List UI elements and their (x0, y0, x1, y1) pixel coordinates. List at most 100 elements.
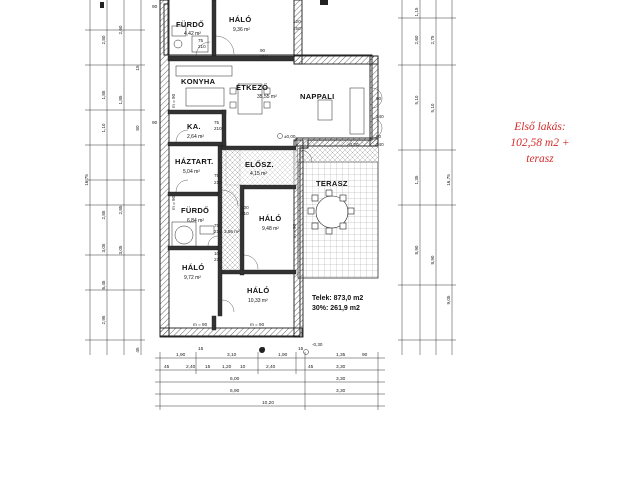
dim-left-outer: 1,85 (101, 90, 106, 99)
door-label: 150 (293, 26, 301, 31)
plot-total: Telek: 873,0 m2 (312, 295, 363, 302)
bottom-dimension-text: 1,90 15 3,10 15 1,90 15 1,35 90 45 2,40 … (164, 346, 368, 406)
door-label: 240 (376, 142, 384, 147)
room-halo-3-area: 9,72 m² (184, 275, 201, 281)
kitchen-counter (175, 65, 233, 107)
stair-area: 3,56 m² (224, 229, 240, 234)
dim-top: 90 (152, 120, 158, 126)
room-haztart-area: 5,04 m² (183, 169, 200, 175)
door-label: 210 (214, 229, 222, 234)
door-label: 90 (260, 48, 266, 53)
terrace (297, 139, 379, 279)
dim-left-inner: 1,85 (118, 95, 123, 104)
dim-bottom-row2: 2,40 (266, 364, 276, 370)
room-eloter-area: 4,15 m² (250, 171, 267, 177)
door-label: 75 (198, 38, 204, 43)
room-konyha-name: KONYHA (181, 77, 216, 86)
level-markers: ±0,00 -0,30 -0,20 (277, 133, 359, 355)
dim-bottom-row2: 45 (308, 364, 314, 370)
door-label: 90 (376, 134, 382, 139)
bottom-dimension-lines (155, 352, 385, 410)
terrace-table-icon (307, 189, 355, 235)
level-marker-icon (277, 133, 283, 139)
dim-left-inner: 45 (135, 347, 140, 353)
outer-walls (159, 0, 379, 338)
bath-fixtures-lower (171, 221, 215, 247)
dim-right-inner: 2,60 (414, 35, 419, 44)
terrace-level: -0,20 (348, 142, 359, 147)
entry-hatch (225, 149, 297, 186)
dim-right-inner: 5,10 (414, 95, 419, 104)
dim-bottom-total: 10,20 (262, 400, 274, 406)
room-labels: FÜRDŐ 4,42 m² HÁLÓ 9,36 m² KONYHA ÉTKEZŐ… (175, 15, 348, 304)
dim-left-inner: 80 (135, 125, 140, 131)
top-level-marker-icon (320, 0, 328, 5)
dim-left-inner: 15 (135, 65, 140, 71)
dim-bottom-row3: 3,30 (336, 376, 346, 382)
dim-bottom-row1: 1,90 (176, 352, 186, 358)
window-label: m = 90 (250, 322, 265, 327)
door-label: 210 (198, 44, 206, 49)
dim-bottom-row3: 6,00 (230, 376, 240, 382)
room-halo-2-name: HÁLÓ (259, 214, 281, 223)
inner-walls (167, 0, 297, 331)
dim-right-outer: 2,75 (430, 35, 435, 44)
plot-stats: Telek: 873,0 m2 30%: 261,9 m2 (312, 295, 363, 312)
door-label: 210 (214, 126, 222, 131)
room-halo-1-area: 9,36 m² (233, 27, 250, 33)
level-marker-icon (303, 349, 309, 355)
door-label: 210 (260, 54, 268, 59)
room-furdo-2-name: FÜRDŐ (181, 206, 209, 215)
left-level-marker-icon (100, 2, 104, 8)
opening-labels: 75 210 120 150 90 210 75 210 75 210 100 … (171, 19, 384, 327)
window-label: m = 90 (292, 223, 297, 238)
room-halo-1-name: HÁLÓ (229, 15, 251, 24)
dim-left-outer: 2,95 (101, 315, 106, 324)
dim-right-outer: 16,75 (446, 174, 451, 186)
note-line-1: Első lakás: (513, 120, 565, 133)
dim-left-inner: 2,60 (118, 25, 123, 34)
door-label: 90 (376, 96, 382, 101)
note-line-3: terasz (526, 153, 554, 165)
dim-right-outer: 5,10 (430, 103, 435, 112)
dim-bottom-row1: 3,10 (227, 352, 237, 358)
room-eloter-name: ELŐSZ. (245, 160, 274, 169)
dim-bottom-row1: 90 (362, 352, 368, 358)
floor-level: ±0,00 (284, 134, 296, 139)
dim-bottom-row1: 1,90 (278, 352, 288, 358)
dim-right-inner: 1,35 (414, 175, 419, 184)
left-dimension-chains (85, 0, 145, 355)
room-halo-4-area: 10,33 m² (248, 298, 268, 304)
room-furdo-1-area: 4,42 m² (184, 31, 201, 37)
dim-bottom-row4: 3,30 (336, 388, 346, 394)
room-haztart-name: HÁZTART. (175, 157, 214, 166)
dim-left-inner: 3,05 (118, 245, 123, 254)
dim-right-outer: 9,05 (446, 295, 451, 304)
room-terasz-name: TERASZ (316, 179, 348, 188)
room-etkezo-name: ÉTKEZŐ (236, 83, 268, 92)
door-swings (175, 35, 383, 313)
dim-right-outer: 8,90 (430, 255, 435, 264)
right-dimension-text: 1,15 2,60 5,10 1,35 8,90 2,75 5,10 8,90 … (414, 7, 451, 304)
sofa-icon (317, 87, 365, 135)
room-halo-2-area: 9,48 m² (262, 226, 279, 232)
door-label: 210 (241, 211, 249, 216)
note-line-2: 102,58 m2 + (510, 137, 569, 149)
room-furdo-2-area: 6,84 m² (187, 218, 204, 224)
door-label: 100 (241, 205, 249, 210)
dim-bottom-row2: 3,30 (336, 364, 346, 370)
room-kamra-name: KA. (187, 122, 201, 131)
north-marker-icon (259, 347, 265, 353)
door-label: 240 (376, 114, 384, 119)
dim-bottom-row4: 6,90 (230, 388, 240, 394)
dim-left-outer: 2,85 (101, 210, 106, 219)
left-dimension-text: 16,75 2,80 1,85 1,10 2,85 3,05 6,45 2,95… (84, 25, 140, 352)
room-halo-4-name: HÁLÓ (247, 286, 269, 295)
room-nappali-name: NAPPALI (300, 92, 334, 101)
dim-bottom-row2: 45 (164, 364, 170, 370)
door-label: 120 (293, 19, 301, 24)
door-label: 75 (214, 173, 220, 178)
dim-left-outer: 6,45 (101, 280, 106, 289)
door-label: 210 (214, 180, 222, 185)
